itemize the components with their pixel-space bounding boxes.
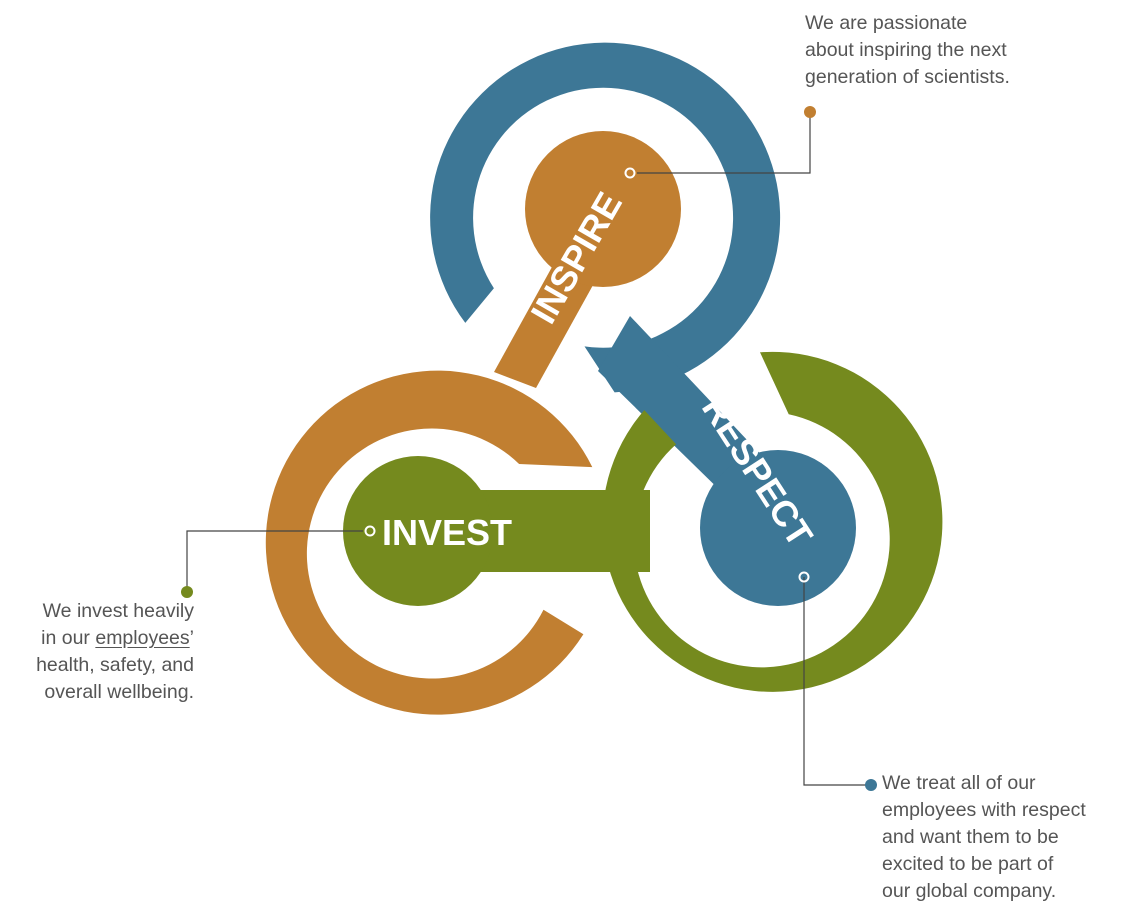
inspire-desc-line: generation of scientists. — [805, 66, 1010, 88]
invest-dot — [181, 586, 193, 598]
invest-label: INVEST — [382, 512, 512, 553]
invest-desc-line: health, safety, and — [36, 654, 194, 676]
invest-desc-text: in our — [41, 627, 96, 649]
inspire-marker-ring — [624, 167, 636, 179]
invest-circle — [343, 456, 493, 606]
respect-green-ring — [602, 351, 943, 692]
respect-desc-line: and want them to be — [882, 826, 1059, 848]
respect-marker-ring — [798, 571, 810, 583]
inspire-circle — [525, 131, 681, 287]
inspire-description: We are passionate about inspiring the ne… — [805, 10, 1010, 91]
respect-desc-line: employees with respect — [882, 799, 1086, 821]
respect-description: We treat all of our employees with respe… — [882, 770, 1086, 905]
invest-desc-line: in our employees’ — [36, 625, 194, 652]
employees-link[interactable]: employees — [95, 627, 190, 649]
respect-dot — [865, 779, 877, 791]
inspire-desc-line: about inspiring the next — [805, 39, 1007, 61]
respect-circle — [700, 450, 856, 606]
invest-desc-line: overall wellbeing. — [44, 681, 194, 703]
respect-desc-line: We treat all of our — [882, 772, 1036, 794]
respect-desc-line: excited to be part of — [882, 853, 1054, 875]
inspire-connector — [637, 114, 811, 174]
invest-desc-line: We invest heavily — [42, 600, 194, 622]
respect-connector — [803, 577, 869, 786]
respect-desc-line: our global company. — [882, 880, 1057, 902]
invest-marker-ring — [364, 525, 376, 537]
inspire-dot — [804, 106, 816, 118]
connectors — [186, 114, 869, 786]
inspire-desc-line: We are passionate — [805, 12, 968, 34]
invest-connector — [186, 530, 363, 591]
invest-desc-text: ’ — [189, 627, 194, 649]
invest-description: We invest heavily in our employees’ heal… — [36, 598, 194, 706]
invest-orange-ring — [265, 370, 593, 715]
